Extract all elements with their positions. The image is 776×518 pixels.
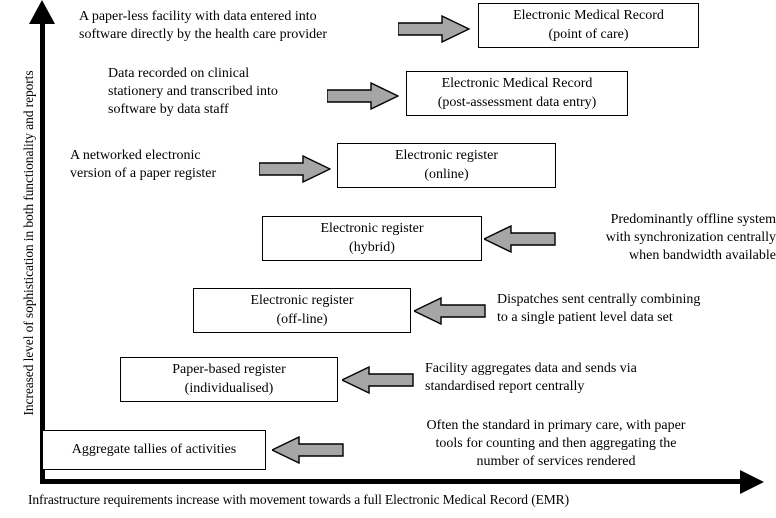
arrow-left-paper-based-register: [342, 366, 414, 394]
caption-line: Often the standard in primary care, with…: [426, 418, 686, 433]
caption-line: to a single patient level data set: [497, 310, 673, 326]
caption-line: software by data staff: [108, 102, 229, 118]
box-paper-based-register: Paper-based register (individualised): [120, 357, 338, 402]
caption-line: A networked electronic: [70, 148, 201, 163]
caption-electronic-register-offline: Dispatches sent centrally combining to a…: [497, 291, 700, 327]
box-line: Electronic register: [394, 148, 498, 164]
caption-line: with synchronization centrally: [605, 230, 776, 246]
y-axis-label: Increased level of sophistication in bot…: [21, 70, 36, 416]
caption-line: A paper-less facility with data entered …: [79, 9, 317, 24]
caption-line: software directly by the health care pro…: [79, 27, 328, 43]
caption-aggregate-tallies: Often the standard in primary care, with…: [350, 417, 762, 472]
caption-line: Predominantly offline system: [610, 212, 776, 227]
y-axis-line: [40, 22, 45, 484]
arrow-left-electronic-register-hybrid: [484, 225, 556, 253]
box-line: (off-line): [276, 311, 328, 327]
box-aggregate-tallies: Aggregate tallies of activities: [42, 430, 266, 470]
caption-electronic-register-online: A networked electronic version of a pape…: [70, 147, 216, 183]
box-emr-point-of-care: Electronic Medical Record (point of care…: [478, 3, 699, 48]
x-axis-arrow-icon: [740, 470, 764, 494]
caption-emr-post-assessment: Data recorded on clinical stationery and…: [108, 65, 278, 120]
box-line: (individualised): [184, 380, 274, 396]
box-line: Paper-based register: [172, 362, 286, 378]
caption-line: Facility aggregates data and sends via: [425, 361, 637, 376]
box-electronic-register-online: Electronic register (online): [337, 143, 556, 188]
caption-line: number of services rendered: [476, 454, 636, 470]
box-line: Electronic register: [320, 221, 424, 237]
caption-line: Data recorded on clinical: [108, 66, 250, 81]
caption-line: stationery and transcribed into: [108, 84, 278, 100]
caption-line: tools for counting and then aggregating …: [435, 436, 677, 452]
box-line: (online): [424, 166, 469, 182]
caption-line: standardised report centrally: [425, 379, 585, 395]
caption-electronic-register-hybrid: Predominantly offline system with synchr…: [497, 211, 776, 266]
x-axis-line: [40, 479, 746, 484]
caption-line: version of a paper register: [70, 166, 217, 182]
box-line: (post-assessment data entry): [437, 94, 597, 110]
arrow-right-electronic-register-online: [259, 155, 331, 183]
box-line: (hybrid): [349, 239, 395, 255]
box-line: Aggregate tallies of activities: [71, 441, 237, 457]
caption-line: when bandwidth available: [629, 248, 776, 264]
arrow-left-aggregate-tallies: [272, 436, 344, 464]
box-line: Electronic register: [250, 293, 354, 309]
caption-emr-point-of-care: A paper-less facility with data entered …: [79, 8, 327, 44]
caption-line: Dispatches sent centrally combining: [497, 292, 701, 307]
box-electronic-register-offline: Electronic register (off-line): [193, 288, 411, 333]
caption-paper-based-register: Facility aggregates data and sends via s…: [425, 360, 637, 396]
box-line: (point of care): [548, 26, 629, 42]
x-axis-label: Infrastructure requirements increase wit…: [28, 492, 569, 507]
arrow-right-emr-post-assessment: [327, 82, 399, 110]
arrow-left-electronic-register-offline: [414, 297, 486, 325]
box-line: Electronic Medical Record: [441, 76, 593, 92]
box-electronic-register-hybrid: Electronic register (hybrid): [262, 216, 482, 261]
arrow-right-emr-point-of-care: [398, 15, 470, 43]
box-emr-post-assessment: Electronic Medical Record (post-assessme…: [406, 71, 628, 116]
box-line: Electronic Medical Record: [513, 8, 664, 24]
y-axis-arrow-icon: [29, 0, 55, 24]
